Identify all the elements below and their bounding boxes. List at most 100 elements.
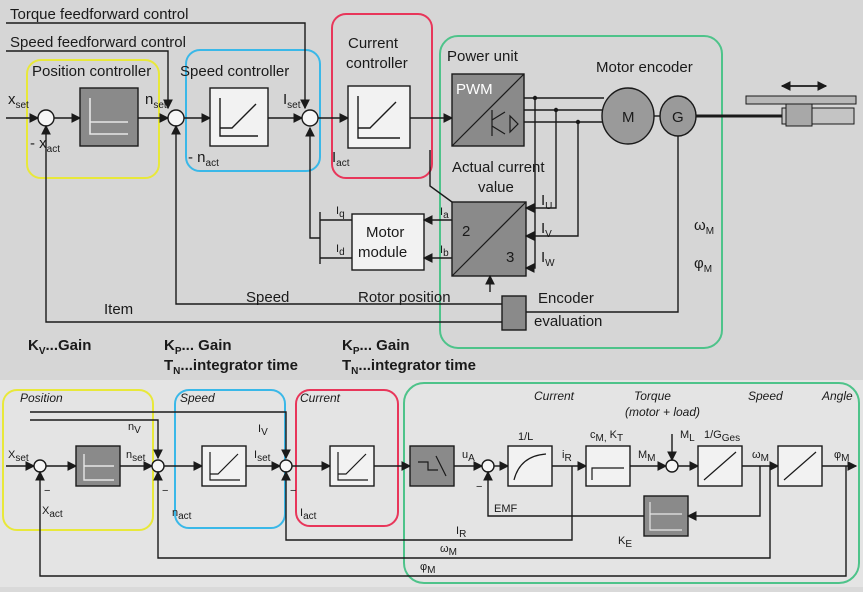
current-to-transform-line [429,150,453,203]
b-emf-label: EMF [494,503,518,515]
encoder-signal-line [526,136,679,313]
b-current-label: Current [534,389,575,403]
encoder-evaluation-block [501,295,527,331]
torque-feedforward-line [6,22,310,110]
id-label: Id [336,243,345,258]
b-emf-sum [481,459,495,473]
speed-controller-label: Speed controller [180,63,289,80]
iq-label: Iq [336,205,345,220]
nset-label: nset [145,91,167,111]
machine-table [745,95,857,105]
iw-label: IW [541,249,555,269]
p-controller-icon [89,98,128,135]
b-pt1-icon [513,453,547,481]
b-one-over-g-label: 1/GGes [704,429,740,444]
b-integrator-icon [703,451,737,481]
b-angle-label: Angle [821,389,853,403]
b-ke-icon [649,502,682,531]
b-iact-label: Iact [300,507,317,522]
position-region-outline [26,59,160,179]
b-inductance-block [507,445,553,487]
b-mm-label: MM [638,449,656,464]
iw-feedback-line [524,98,536,273]
xset-label: xset [8,91,29,111]
b-xact-label: Xact [42,505,63,520]
b-power-region [403,382,860,584]
b-speed-label: Speed [748,389,783,403]
b-iset-label: Iset [254,449,271,464]
b-position-region [2,389,154,531]
position-sum-junction [37,109,55,127]
position-controller-block [79,87,139,147]
b-integrator-icon-2 [783,451,817,481]
item-label: Item [104,301,133,318]
current-controller-label-2: controller [346,55,408,72]
b-current-title: Current [300,391,341,405]
b-phi-label: φM [834,449,849,464]
ia-label: Ia [440,206,449,221]
b-torque-constant-block [585,445,631,487]
b-minus-3: − [290,485,296,497]
actual-current-label-2: value [478,179,514,196]
pwm-label: PWM [456,81,493,98]
b-speed-controller [201,445,247,487]
current-region-outline [331,13,433,179]
b-omega-to-ke [686,466,761,521]
position-controller-label: Position controller [32,63,151,80]
b-speed-title: Speed [180,391,215,405]
iu-label: IU [541,192,552,212]
b-torque-sub-label: (motor + load) [625,405,700,419]
current-sum-junction [301,109,319,127]
pi-controller-icon-2 [357,96,400,139]
pwm-diagonal [451,73,525,147]
b-omega-fb-label: ωM [440,543,457,558]
position-feedback-line [41,124,502,323]
b-minus-1: − [44,485,50,497]
b-torque-ff-line [30,411,291,460]
b-omega-label: ωM [752,449,769,464]
b-ua-label: uA [462,449,475,464]
iv-feedback-line [524,122,579,241]
b-xset-label: Xset [8,449,29,464]
b-nact-label: nact [172,507,192,522]
b-torque-label: Torque [634,389,671,403]
b-ir-label: iR [562,449,572,464]
b-load-sum [665,459,679,473]
b-speed-sum [151,459,165,473]
b-current-region [295,389,399,527]
igbt-icon [491,110,519,136]
b-position-sum [33,459,47,473]
b-emf-feedback [483,470,644,517]
b-phi-fb-label: φM [420,561,435,576]
b-p-icon [83,454,114,481]
motor-module-block [351,213,425,271]
b-cm-kt-label: cM, KT [590,429,623,444]
b-inverter-block [409,445,455,487]
xact-label: - xact [30,135,60,155]
b-gain-icon [591,467,624,480]
iset-label: Iset [283,91,301,111]
b-ke-label: KE [618,535,632,550]
ib-label: Ib [440,244,449,259]
iu-feedback-line [524,110,557,213]
kp-gain-label-2: KP... Gain [342,337,410,357]
transform-diagonal [451,201,527,277]
actual-current-label-1: Actual current [452,159,545,176]
nact-label: - nact [188,149,219,169]
iact-feedback-line [305,126,320,239]
rotor-position-label: Rotor position [358,289,451,306]
b-ir-fb-label: IR [456,525,466,540]
b-ke-block [643,495,689,537]
b-minus-2: − [162,485,168,497]
speed-feedforward-label: Speed feedforward control [10,34,186,51]
b-iv-label: IV [258,423,268,438]
tn-label-1: TN...integrator time [164,357,298,377]
power-region-outline [439,35,723,349]
kv-gain-label: KV...Gain [28,337,91,357]
pi-controller-icon [219,98,258,137]
motor-encoder-label: Motor encoder [596,59,693,76]
power-unit-label: Power unit [447,48,519,65]
motor-m-label: M [622,109,635,126]
b-position-feedback [35,466,847,577]
